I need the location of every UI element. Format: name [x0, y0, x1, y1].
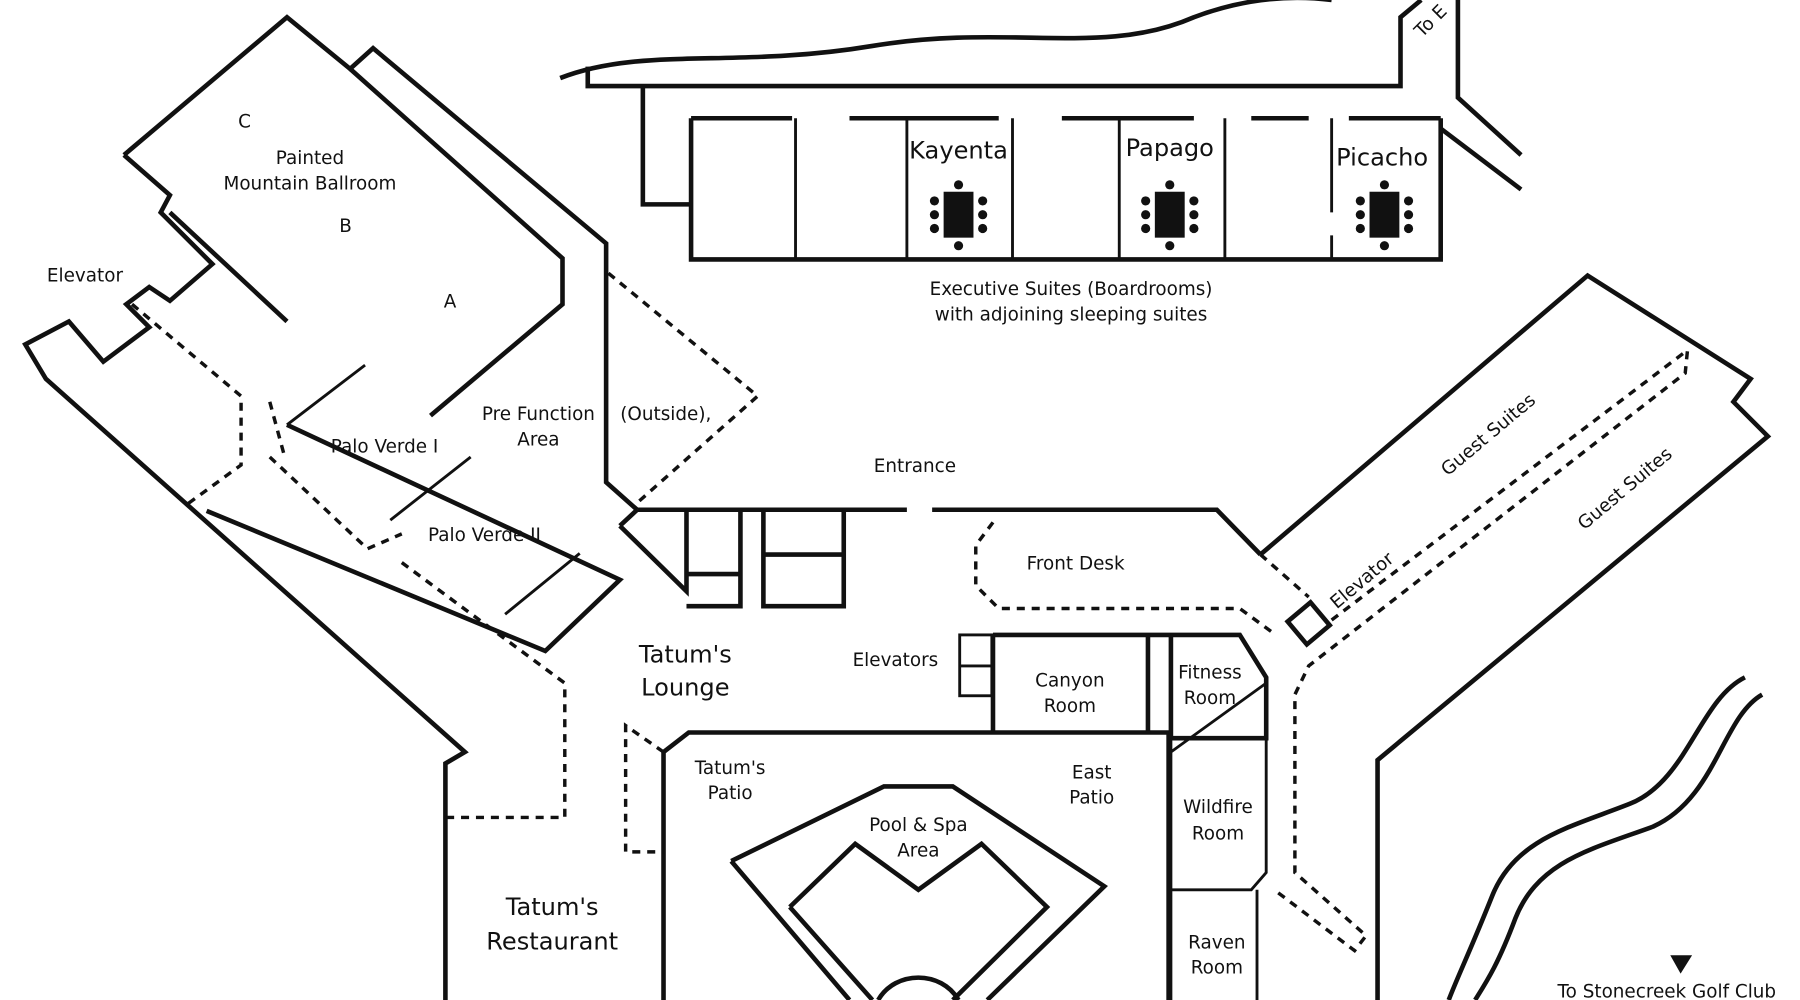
palo-verde-1-label: Palo Verde I [331, 436, 439, 457]
kayenta-label: Kayenta [909, 136, 1008, 164]
lounge-label-1: Tatum's [638, 640, 732, 668]
ballroom-section-c: C [238, 111, 251, 132]
east-patio-label-2: Patio [1069, 788, 1114, 809]
east-patio-label-1: East [1072, 762, 1112, 783]
arrow-down-icon [1670, 955, 1693, 974]
raven-label-2: Room [1191, 958, 1243, 979]
patio-label-2: Patio [708, 783, 753, 804]
east-rooms [990, 632, 1269, 1000]
restaurant-label-1: Tatum's [505, 893, 599, 921]
lobby [618, 272, 1772, 1000]
wildfire-label-2: Room [1192, 823, 1244, 844]
raven-label-1: Raven [1188, 932, 1245, 953]
executive-suites [640, 86, 1443, 262]
ballroom-section-b: B [339, 216, 352, 237]
boardroom-table-icon [929, 180, 988, 251]
pool-label-2: Area [897, 840, 939, 861]
golf-road [1446, 675, 1764, 1000]
fitness-label-2: Room [1184, 688, 1236, 709]
pre-function-label-1: Pre Function [482, 404, 595, 425]
west-wing [22, 14, 761, 1000]
picacho-label: Picacho [1336, 143, 1428, 171]
canyon-label-1: Canyon [1035, 671, 1104, 692]
wildfire-label-1: Wildfire [1183, 797, 1253, 818]
front-desk-label: Front Desk [1027, 553, 1125, 574]
ballroom-section-a: A [444, 292, 457, 313]
to-e-label: To E [1410, 1, 1452, 43]
lounge-label-2: Lounge [641, 674, 729, 702]
ballroom-label-2: Mountain Ballroom [223, 173, 396, 194]
elevator-left-label: Elevator [47, 265, 124, 286]
top-road [559, 0, 1523, 192]
papago-label: Papago [1126, 134, 1214, 162]
guest-suites-label-2: Guest Suites [1574, 444, 1677, 535]
ballroom-label-1: Painted [276, 148, 344, 169]
pre-function-label-2: Area [517, 429, 559, 450]
exec-suites-label-1: Executive Suites (Boardrooms) [930, 279, 1213, 300]
outside-label: (Outside), [620, 404, 711, 425]
pool-courtyard [623, 722, 1171, 1000]
fitness-label-1: Fitness [1178, 663, 1242, 684]
elevators-label: Elevators [853, 650, 939, 671]
patio-label-1: Tatum's [694, 758, 766, 779]
restaurant-label-2: Restaurant [486, 927, 618, 955]
elevator-right-label: Elevator [1326, 548, 1398, 613]
boardroom-table-icon [1355, 180, 1414, 251]
pool-label-1: Pool & Spa [869, 815, 968, 836]
golf-club-label: To Stonecreek Golf Club [1557, 982, 1777, 1000]
entrance-label: Entrance [874, 456, 956, 477]
exec-suites-label-2: with adjoining sleeping suites [935, 304, 1207, 325]
palo-verde-2-label: Palo Verde II [428, 525, 541, 546]
canyon-label-2: Room [1044, 696, 1096, 717]
guest-suites-label-1: Guest Suites [1437, 390, 1540, 481]
boardroom-table-icon [1141, 180, 1199, 251]
